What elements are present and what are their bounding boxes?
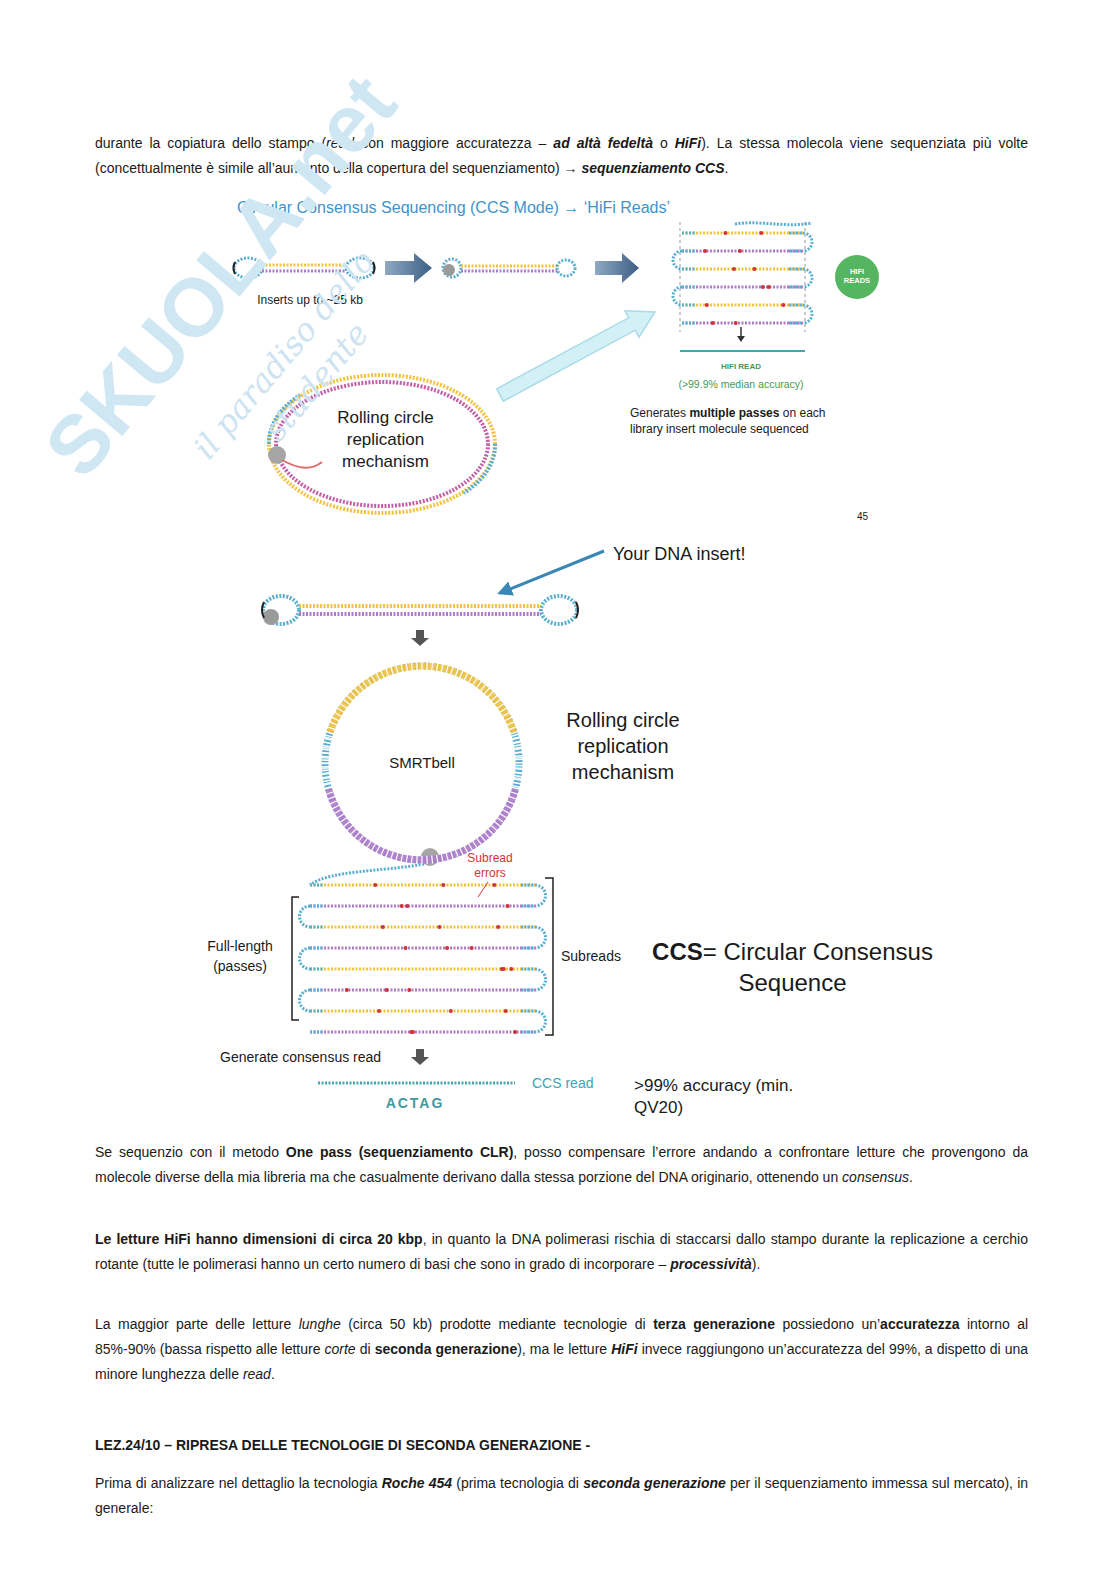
- callout-text-block: Your DNA insert!: [613, 543, 745, 566]
- paragraph-text: di: [360, 1341, 371, 1357]
- hifi-read-line: [680, 350, 805, 352]
- paragraph-text: (circa 50 kb) prodotte mediante tecnolog…: [348, 1316, 646, 1332]
- smrtbell-insert: [443, 259, 575, 277]
- paragraph-text: seconda generazione: [583, 1475, 726, 1491]
- figure-label-block: ACTAG: [372, 1094, 458, 1112]
- figure-label-block: Subread errors: [452, 851, 528, 881]
- paragraph-text: seconda generazione: [375, 1341, 518, 1357]
- section-heading: LEZ.24/10 – RIPRESA DELLE TECNOLOGIE DI …: [95, 1437, 590, 1453]
- paragraph-text: o: [660, 135, 668, 151]
- smrtbell-circle: SMRTbell: [318, 659, 526, 867]
- paragraph-text: sequenziamento CCS: [581, 160, 724, 176]
- callout-text: Your DNA insert!: [613, 544, 745, 564]
- paragraph-text: lunghe: [299, 1316, 341, 1332]
- process-arrow: [595, 253, 639, 283]
- callout-arrow: [500, 551, 604, 593]
- paragraph-text: Le letture HiFi hanno dimensioni di circ…: [95, 1231, 423, 1247]
- paragraph-text: .: [725, 160, 729, 176]
- paragraph-text: Roche 454: [382, 1475, 452, 1491]
- node-label: HIFI READS: [835, 268, 879, 285]
- paragraph-text: processività: [670, 1256, 752, 1272]
- figure-label: Full-length (passes): [207, 938, 272, 974]
- paragraph-text: Prima di analizzare nel dettaglio la tec…: [95, 1475, 378, 1491]
- figure-label: >99% accuracy (min. QV20): [634, 1076, 793, 1117]
- figure-label: (>99.9% median accuracy): [678, 378, 803, 390]
- figure-label-block: (>99.9% median accuracy): [660, 377, 822, 391]
- bracket: [545, 878, 553, 1035]
- paragraph-text: corte: [325, 1341, 356, 1357]
- paragraph-text: consensus: [842, 1169, 909, 1185]
- figure-label-block: >99% accuracy (min. QV20): [634, 1075, 814, 1119]
- process-arrow: [385, 253, 432, 283]
- figure-label-block: CCS= Circular Consensus Sequence: [650, 936, 935, 998]
- paragraph-text: ), ma le letture: [517, 1341, 607, 1357]
- figure-label-block: Rolling circle replication mechanism: [318, 407, 453, 473]
- figure-label-block: CCS read: [532, 1074, 593, 1092]
- subread-passes: [673, 222, 812, 332]
- smrtbell-insert: [262, 596, 578, 625]
- bracket: [292, 897, 299, 1020]
- node-label: SMRTbell: [387, 754, 457, 771]
- figure-label-block: Rolling circle replication mechanism: [553, 707, 693, 785]
- figure-label-block: Full-length (passes): [194, 936, 286, 976]
- paragraph-text-block: Prima di analizzare nel dettaglio la tec…: [95, 1471, 1028, 1521]
- paragraph-text-block: durante la copiatura dello stampo (read …: [95, 131, 1028, 181]
- pointer-arrow: [497, 311, 655, 401]
- paragraph-text: accuratezza: [880, 1316, 959, 1332]
- paragraph-text: One pass (sequenziamento CLR): [286, 1144, 514, 1160]
- paragraph-text: ad altà fedeltà: [553, 135, 653, 151]
- figure-label: CCS: [652, 938, 703, 965]
- paragraph-text: read: [243, 1366, 271, 1382]
- figure-label: = Circular Consensus Sequence: [703, 938, 933, 996]
- paragraph-text: terza generazione: [653, 1316, 775, 1332]
- down-arrow: [411, 1049, 429, 1065]
- ccs-read-line: [318, 1082, 515, 1085]
- figure-label: CCS read: [532, 1075, 593, 1091]
- polymerase: [310, 848, 439, 885]
- figure-label-block: Generate consensus read: [220, 1048, 381, 1066]
- leader-line: [478, 882, 488, 897]
- figure-label: ACTAG: [386, 1095, 445, 1111]
- figure-label: Rolling circle replication mechanism: [566, 709, 679, 783]
- paragraph-text: La maggior parte delle letture: [95, 1316, 291, 1332]
- badge-circle: HIFI READS: [835, 255, 879, 299]
- section-heading-block: LEZ.24/10 – RIPRESA DELLE TECNOLOGIE DI …: [95, 1435, 1028, 1455]
- figure-label: Generate consensus read: [220, 1049, 381, 1065]
- figure-label-block: HIFI READ: [680, 362, 802, 372]
- paragraph-text-block: Le letture HiFi hanno dimensioni di circ…: [95, 1227, 1028, 1277]
- paragraph-text-block: Se sequenzio con il metodo One pass (seq…: [95, 1140, 1028, 1190]
- paragraph-text: Se sequenzio con il metodo: [95, 1144, 279, 1160]
- figure-label-block: Generates multiple passes on each librar…: [630, 405, 855, 437]
- paragraph-text: .: [909, 1169, 913, 1185]
- figure-label: Generates: [630, 406, 686, 420]
- figure-label: Rolling circle replication mechanism: [337, 408, 433, 471]
- subread-passes: [300, 883, 546, 1034]
- paragraph-text: .: [271, 1366, 275, 1382]
- figure-label-block: Subreads: [561, 947, 621, 965]
- figure-label: Subreads: [561, 948, 621, 964]
- paragraph-text: ).: [752, 1256, 761, 1272]
- paragraph-text-block: La maggior parte delle letture lunghe (c…: [95, 1312, 1028, 1387]
- paragraph-text: HiFi: [611, 1341, 637, 1357]
- paragraph-text: (prima tecnologia di: [456, 1475, 579, 1491]
- paragraph-text: possiedono un’: [782, 1316, 880, 1332]
- figure-label: Subread errors: [467, 851, 512, 880]
- page-number-block: 45: [857, 510, 868, 523]
- page-number: 45: [857, 511, 868, 522]
- figure-label: HIFI READ: [721, 362, 761, 371]
- down-arrow: [737, 336, 745, 342]
- down-arrow: [411, 630, 429, 646]
- figure-label: multiple passes: [689, 406, 779, 420]
- paragraph-text: HiFi: [675, 135, 701, 151]
